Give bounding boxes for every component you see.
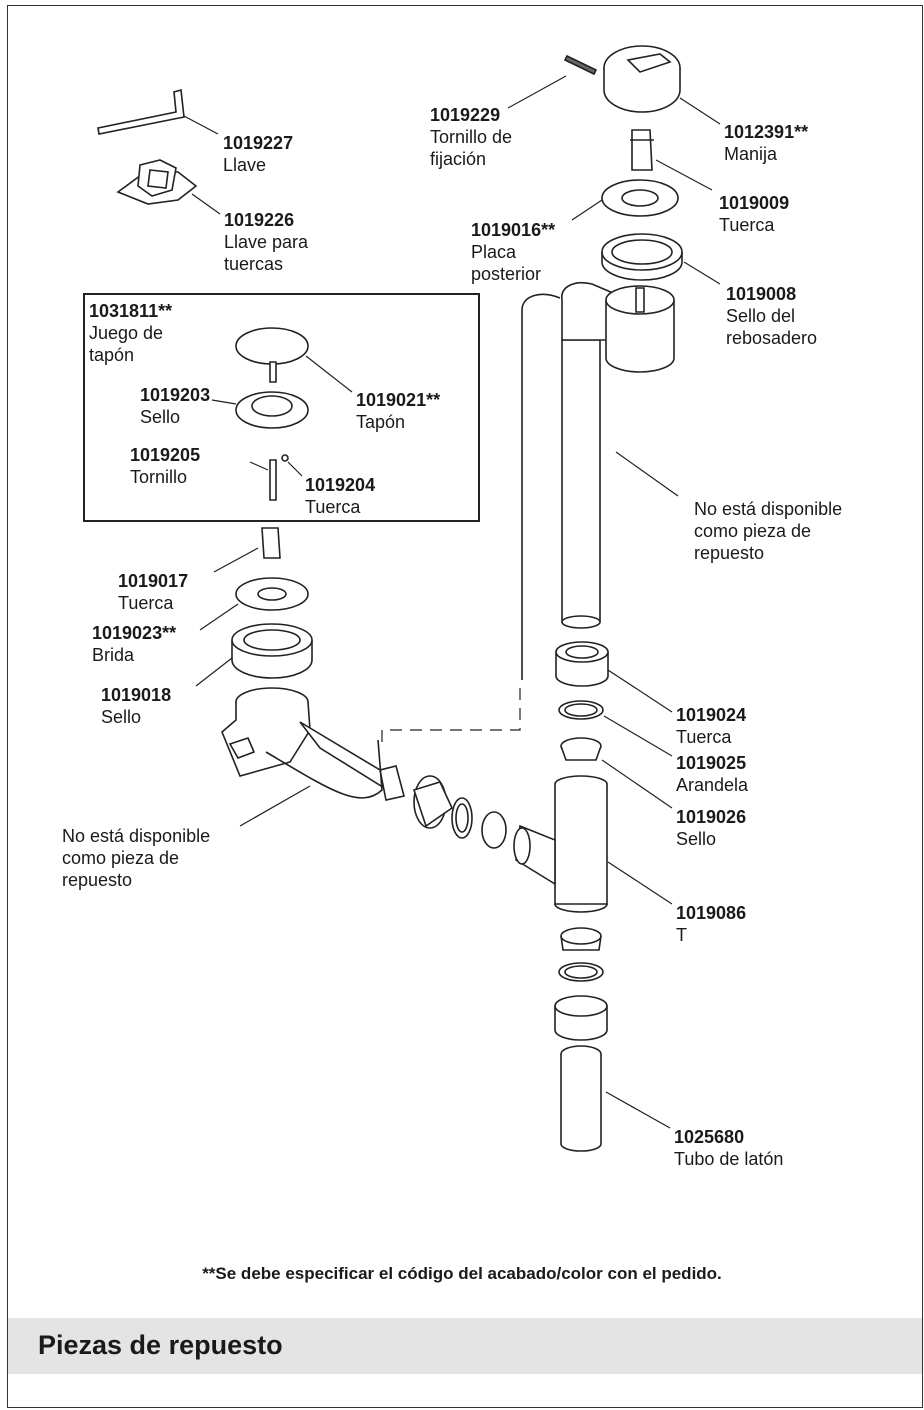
tailpiece-seal-drawing (560, 737, 602, 761)
label-sello-rebosadero: 1019008 Sello del rebosadero (726, 284, 818, 348)
leader-sello-1019018 (195, 657, 233, 687)
section-title: Piezas de repuesto (38, 1330, 283, 1360)
label-placa-posterior: 1019016** Placa posterior (471, 220, 556, 284)
set-screw-drawing (563, 54, 598, 76)
label-brida: 1019023** Brida (92, 623, 177, 665)
brass-tube-drawing (560, 1045, 602, 1152)
finish-code-footnote: **Se debe especificar el código del acab… (202, 1264, 722, 1283)
t-fitting-drawing (513, 775, 608, 913)
leader-manija (679, 97, 721, 125)
drain-body-drawing (221, 687, 405, 801)
leader-not-available-right (615, 451, 679, 497)
leader-sello-1019026 (601, 759, 673, 809)
leader-sello-1019203 (211, 399, 237, 405)
label-tuerca-1019204: 1019204 Tuerca (305, 475, 376, 517)
lower-fittings-drawing (554, 927, 608, 1041)
overflow-seal-drawing (601, 233, 683, 281)
leader-tornillo-1019205 (249, 461, 269, 471)
leader-tapon (305, 355, 353, 393)
label-llave: 1019227 Llave (223, 133, 294, 175)
back-plate-drawing (601, 179, 679, 217)
label-sello-1019026: 1019026 Sello (676, 807, 747, 849)
leader-not-available-left (239, 785, 311, 827)
leader-tuerca-1019024 (607, 669, 673, 713)
leader-tubo-laton (605, 1091, 671, 1129)
label-llave-tuercas: 1019226 Llave para tuercas (224, 210, 309, 274)
leader-brida (199, 603, 239, 631)
footer-band (8, 1318, 922, 1374)
label-juego-tapon: 1031811** Juego de tapón (89, 301, 173, 365)
screw-drawing (269, 454, 289, 501)
stopper-kit-box (83, 293, 480, 522)
flange-drawing (235, 577, 309, 611)
dashed-linkage (381, 682, 521, 742)
stopper-drawing (235, 327, 309, 383)
leader-tuerca-1019204 (287, 461, 303, 477)
hex-key-drawing (97, 88, 185, 135)
small-nut-drawing (630, 129, 654, 171)
leader-tuerca-1019017 (213, 547, 259, 573)
label-t-fitting: 1019086 T (676, 903, 747, 945)
leader-tuerca-1019009 (655, 159, 713, 191)
label-not-available-left: No está disponible como pieza de repuest… (62, 826, 211, 890)
leader-tornillo-fijacion (507, 75, 567, 109)
label-sello-1019018: 1019018 Sello (101, 685, 172, 727)
overflow-tube-drawing (521, 282, 675, 680)
leader-llave (183, 115, 219, 135)
label-tuerca-1019024: 1019024 Tuerca (676, 705, 747, 747)
nut-wrench-drawing (116, 159, 198, 205)
label-tuerca-1019009: 1019009 Tuerca (719, 193, 790, 235)
label-tornillo-fijacion: 1019229 Tornillo de fijación (430, 105, 513, 169)
label-sello-1019203: 1019203 Sello (140, 385, 211, 427)
washer-drawing (558, 700, 604, 720)
label-manija: 1012391** Manija (724, 122, 809, 164)
leader-arandela (603, 715, 673, 757)
leader-placa (571, 199, 603, 221)
label-tubo-laton: 1025680 Tubo de latón (674, 1127, 784, 1169)
page-frame (7, 5, 923, 1408)
label-arandela: 1019025 Arandela (676, 753, 749, 795)
stopper-seal-drawing (235, 391, 309, 429)
handle-drawing (603, 45, 681, 113)
leader-t (607, 861, 673, 905)
drain-nut-drawing (261, 527, 281, 559)
leader-llave-tuercas (191, 193, 221, 215)
label-tuerca-1019017: 1019017 Tuerca (118, 571, 189, 613)
horizontal-fittings-drawing (412, 775, 507, 849)
label-tapon: 1019021** Tapón (356, 390, 441, 432)
tailpiece-nut-drawing (555, 641, 609, 687)
leader-sello-rebosadero (683, 261, 721, 285)
label-tornillo-1019205: 1019205 Tornillo (130, 445, 201, 487)
drain-seal-drawing (231, 623, 313, 679)
label-not-available-right: No está disponible como pieza de repuest… (694, 499, 843, 563)
